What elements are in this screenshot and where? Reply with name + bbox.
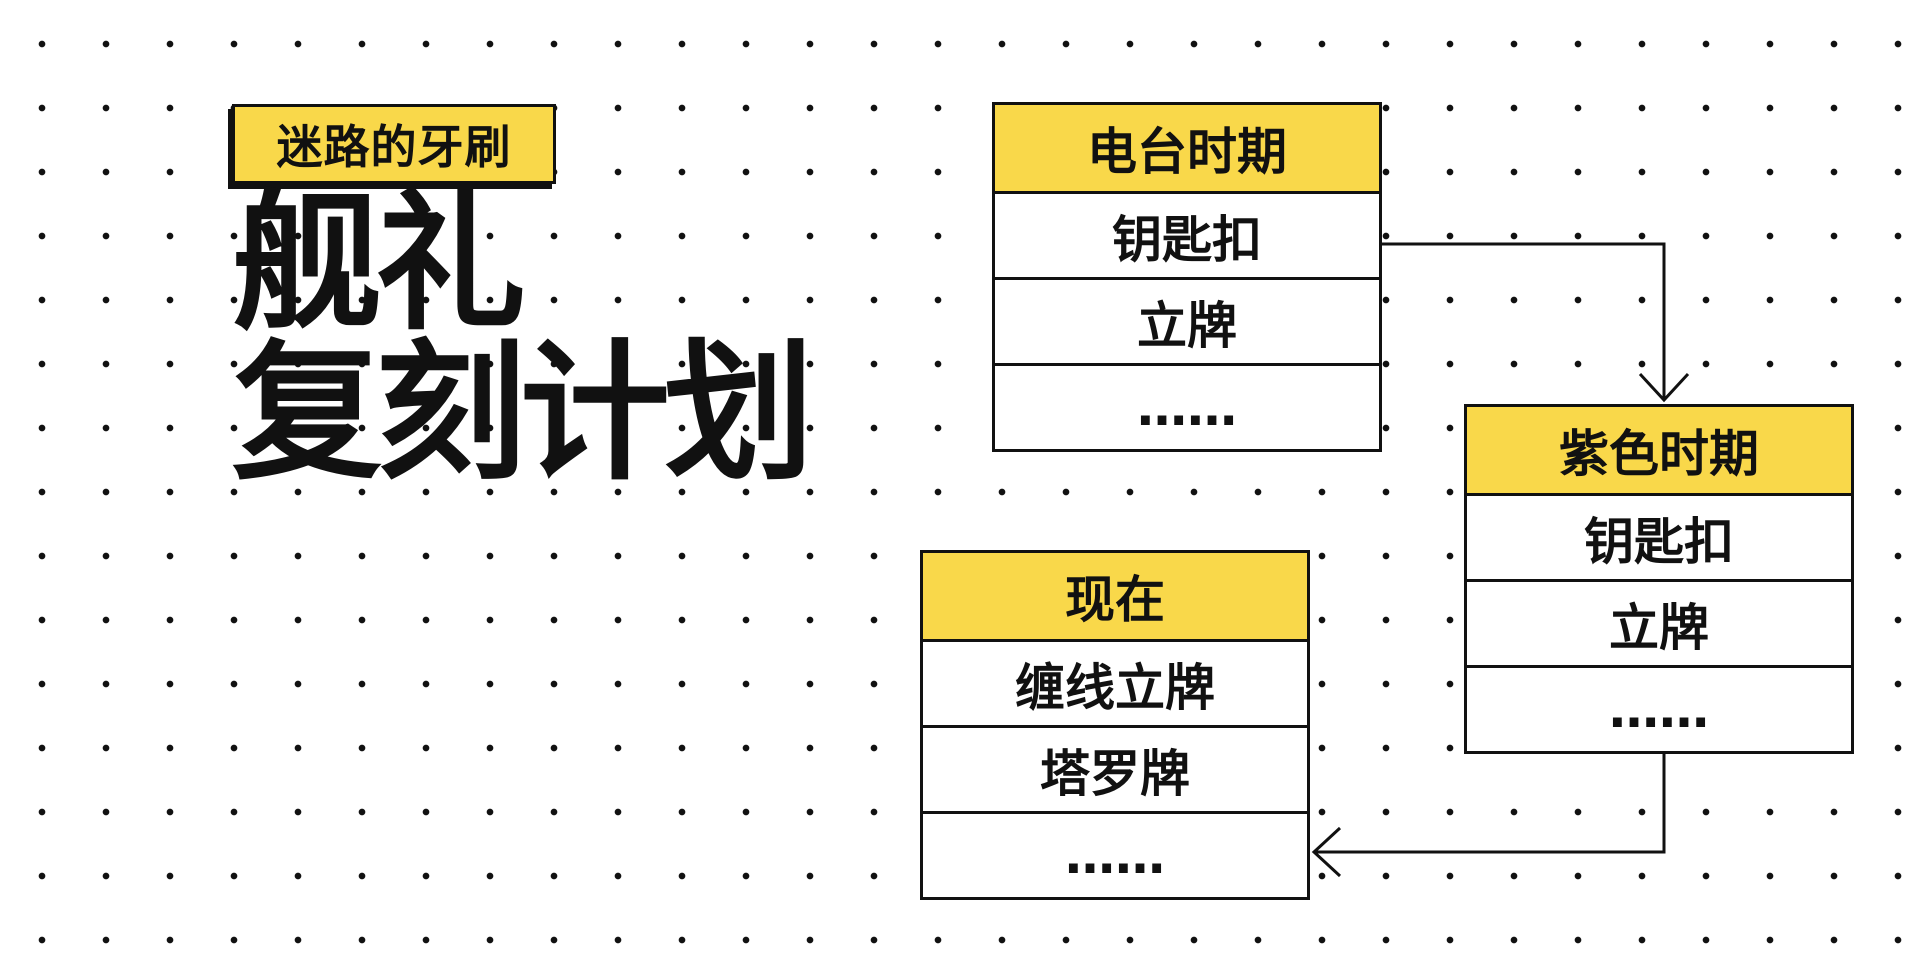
- stage-item: ……: [1065, 826, 1165, 885]
- page-title: 舰礼 复刻计划: [232, 175, 814, 501]
- title-line-1: 舰礼: [232, 175, 526, 351]
- stage-item: 钥匙扣: [995, 194, 1379, 280]
- stage-header: 紫色时期: [1467, 407, 1851, 496]
- stage-item: 立牌: [995, 280, 1379, 366]
- stage-item: ……: [1609, 680, 1709, 739]
- arrowhead-left-icon: [1311, 826, 1342, 878]
- stage-header: 现在: [923, 553, 1307, 642]
- arrow-radio-to-purple: [1382, 242, 1666, 398]
- stage-box-purple: 紫色时期 钥匙扣 立牌 ……: [1464, 404, 1854, 754]
- arrowhead-down-icon: [1638, 372, 1690, 403]
- stage-item: ……: [1137, 378, 1237, 437]
- stage-box-radio: 电台时期 钥匙扣 立牌 ……: [992, 102, 1382, 452]
- arrow-purple-to-now: [1316, 752, 1666, 854]
- stage-item: 立牌: [1467, 582, 1851, 668]
- stage-item: 缠线立牌: [923, 642, 1307, 728]
- stage-box-now: 现在 缠线立牌 塔罗牌 ……: [920, 550, 1310, 900]
- stage-item: 钥匙扣: [1467, 496, 1851, 582]
- stage-item: 塔罗牌: [923, 728, 1307, 814]
- stage-header: 电台时期: [995, 105, 1379, 194]
- title-line-2: 复刻计划: [232, 325, 814, 501]
- author-tag: 迷路的牙刷: [232, 104, 556, 184]
